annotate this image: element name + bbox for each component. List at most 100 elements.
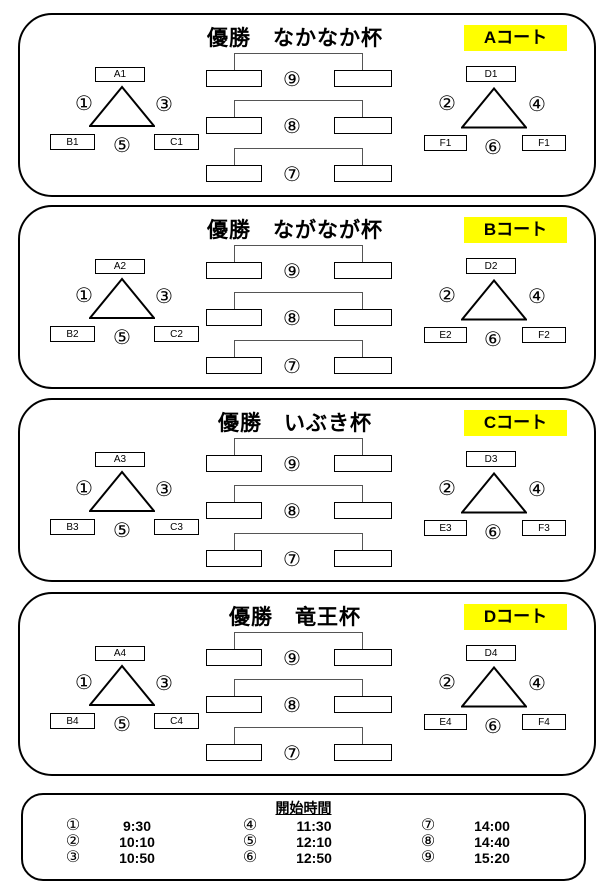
match-number: ③ bbox=[155, 479, 173, 501]
bracket-connector bbox=[234, 100, 363, 117]
left-round-robin-group: A1 ① ③ B1 ⑤ C1 bbox=[45, 63, 205, 175]
triangle-icon bbox=[461, 278, 527, 321]
match-number: ⑨ bbox=[283, 648, 301, 670]
bracket-slot bbox=[206, 744, 262, 761]
team-box: A2 bbox=[95, 259, 145, 274]
bracket-slot bbox=[334, 550, 392, 567]
schedule-entry: ⑨ 15:20 bbox=[407, 849, 537, 867]
start-time-panel: 開始時間 ① 9:30 ② 10:10 ③ 10:50 ④ 11:30 ⑤ 12 bbox=[21, 793, 586, 881]
start-time: 14:00 bbox=[474, 818, 510, 834]
match-number: ⑥ bbox=[484, 716, 502, 738]
bracket-connector bbox=[234, 485, 363, 502]
court-panel-a: 優勝 なかなか杯 Aコート A1 ① ③ B1 ⑤ C1 ⑨ ⑧ bbox=[18, 13, 596, 197]
bracket-slot bbox=[334, 262, 392, 279]
schedule-entry: ⑦ 14:00 bbox=[407, 818, 537, 835]
bracket-connector bbox=[234, 148, 363, 165]
match-number: ③ bbox=[65, 849, 81, 866]
team-box: D3 bbox=[466, 451, 516, 467]
start-time: 12:50 bbox=[296, 850, 332, 866]
match-number: ⑦ bbox=[283, 549, 301, 571]
match-number: ⑤ bbox=[113, 520, 131, 542]
bracket-slot bbox=[334, 455, 392, 472]
team-box: B4 bbox=[50, 713, 95, 729]
right-round-robin-group: D1 ② ④ F1 ⑥ F1 bbox=[408, 63, 568, 175]
bracket-slot bbox=[334, 309, 392, 326]
match-number: ② bbox=[438, 478, 456, 500]
court-panel-d: 優勝 竜王杯 Dコート A4 ① ③ B4 ⑤ C4 ⑨ ⑧ bbox=[18, 592, 596, 776]
bracket-connector bbox=[234, 53, 363, 70]
center-bracket: ⑨ ⑧ ⑦ bbox=[206, 630, 394, 778]
team-box: B2 bbox=[50, 326, 95, 342]
bracket-slot bbox=[206, 70, 262, 87]
team-box: C3 bbox=[154, 519, 199, 535]
match-number: ⑨ bbox=[283, 261, 301, 283]
start-time: 10:50 bbox=[119, 850, 155, 866]
triangle-icon bbox=[461, 471, 527, 514]
match-number: ⑧ bbox=[283, 116, 301, 138]
match-number: ⑥ bbox=[242, 849, 258, 866]
match-number: ② bbox=[438, 285, 456, 307]
bracket-connector bbox=[234, 245, 363, 262]
team-box: E2 bbox=[424, 327, 467, 343]
match-number: ④ bbox=[242, 817, 258, 834]
bracket-slot bbox=[334, 696, 392, 713]
center-bracket: ⑨ ⑧ ⑦ bbox=[206, 436, 394, 584]
match-number: ④ bbox=[528, 479, 546, 501]
match-number: ⑥ bbox=[484, 522, 502, 544]
match-number: ⑨ bbox=[420, 849, 436, 866]
match-number: ⑤ bbox=[113, 135, 131, 157]
bracket-slot bbox=[334, 649, 392, 666]
match-number: ④ bbox=[528, 94, 546, 116]
triangle-icon bbox=[461, 665, 527, 708]
court-label: Aコート bbox=[464, 25, 567, 51]
team-box: D4 bbox=[466, 645, 516, 661]
start-time: 10:10 bbox=[119, 834, 155, 850]
match-number: ④ bbox=[528, 673, 546, 695]
team-box: F1 bbox=[522, 135, 566, 151]
team-box: C1 bbox=[154, 134, 199, 150]
match-number: ⑧ bbox=[283, 501, 301, 523]
triangle-icon bbox=[89, 470, 155, 512]
team-box: B1 bbox=[50, 134, 95, 150]
start-time: 12:10 bbox=[296, 834, 332, 850]
schedule-entry: ⑥ 12:50 bbox=[229, 849, 359, 867]
bracket-connector bbox=[234, 533, 363, 550]
left-round-robin-group: A2 ① ③ B2 ⑤ C2 bbox=[45, 255, 205, 367]
team-box: D2 bbox=[466, 258, 516, 274]
bracket-slot bbox=[334, 165, 392, 182]
team-box: D1 bbox=[466, 66, 516, 82]
schedule-entry: ④ 11:30 bbox=[229, 817, 359, 835]
schedule-column: ⑦ 14:00 ⑧ 14:40 ⑨ 15:20 bbox=[407, 818, 537, 867]
bracket-slot bbox=[206, 649, 262, 666]
bracket-connector bbox=[234, 632, 363, 649]
court-label: Cコート bbox=[464, 410, 567, 436]
triangle-icon bbox=[461, 86, 527, 129]
bracket-slot bbox=[334, 744, 392, 761]
match-number: ⑤ bbox=[113, 714, 131, 736]
match-number: ① bbox=[75, 93, 93, 115]
match-number: ⑦ bbox=[283, 356, 301, 378]
panel-title: 優勝 いぶき杯 bbox=[218, 412, 372, 435]
triangle-icon bbox=[89, 85, 155, 127]
bracket-slot bbox=[206, 309, 262, 326]
bracket-slot bbox=[206, 455, 262, 472]
match-number: ⑧ bbox=[283, 308, 301, 330]
team-box: B3 bbox=[50, 519, 95, 535]
match-number: ③ bbox=[155, 286, 173, 308]
court-label: Dコート bbox=[464, 604, 567, 630]
bracket-slot bbox=[206, 696, 262, 713]
triangle-icon bbox=[89, 277, 155, 319]
match-number: ⑨ bbox=[283, 69, 301, 91]
bracket-slot bbox=[206, 165, 262, 182]
bracket-connector bbox=[234, 727, 363, 744]
schedule-entry: ⑧ 14:40 bbox=[407, 834, 537, 851]
bracket-connector bbox=[234, 292, 363, 309]
right-round-robin-group: D2 ② ④ E2 ⑥ F2 bbox=[408, 255, 568, 367]
panel-title: 優勝 なかなか杯 bbox=[207, 27, 383, 50]
bracket-slot bbox=[206, 502, 262, 519]
court-label: Bコート bbox=[464, 217, 567, 243]
start-time: 9:30 bbox=[122, 818, 152, 834]
team-box: C2 bbox=[154, 326, 199, 342]
team-box: F2 bbox=[522, 327, 566, 343]
